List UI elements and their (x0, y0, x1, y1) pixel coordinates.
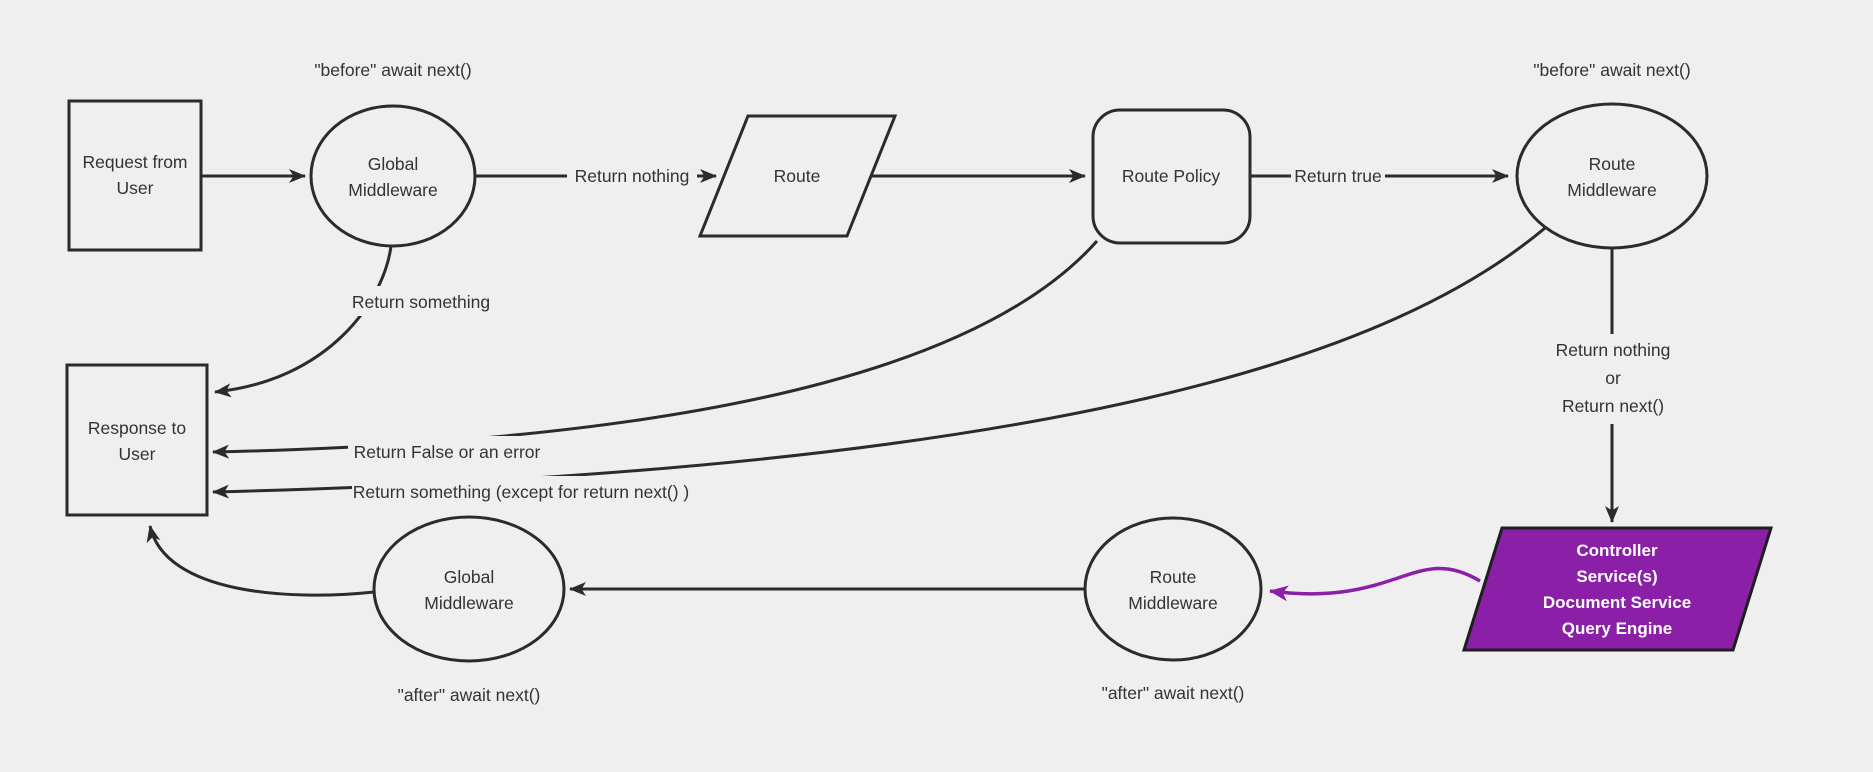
node-request-from-user: Request from User (67, 99, 203, 252)
return-something-except-label: Return something (except for return next… (353, 482, 690, 502)
global-middleware-bottom-line2: Middleware (424, 593, 513, 613)
controller-services-line4: Query Engine (1562, 619, 1673, 638)
node-response-to-user: Response to User (65, 363, 209, 517)
node-global-middleware-top: Global Middleware (309, 104, 477, 248)
response-to-user-line1: Response to (88, 418, 186, 438)
response-to-user-box (65, 363, 209, 517)
controller-services-line3: Document Service (1543, 593, 1691, 612)
node-route-middleware-top: Route Middleware (1515, 102, 1709, 250)
edge-controller-to-route-middleware-bottom (1269, 566, 1481, 602)
controller-services-line1: Controller (1576, 541, 1658, 560)
before-await-next-left-label: "before" await next() (314, 60, 471, 80)
request-from-user-box (67, 99, 203, 252)
return-true-label-bg (1291, 160, 1385, 190)
global-middleware-top-ellipse (309, 104, 477, 248)
global-middleware-bottom-line1: Global (444, 567, 495, 587)
return-nothing-label-bg (567, 160, 697, 190)
node-controller-services: Controller Service(s) Document Service Q… (1461, 526, 1774, 652)
return-false-or-error-label: Return False or an error (354, 442, 541, 462)
route-label: Route (774, 166, 821, 186)
global-middleware-top-line2: Middleware (348, 180, 437, 200)
return-something-except-label-bg (352, 476, 690, 506)
return-something-label-bg (345, 286, 497, 316)
after-await-next-left-label: "after" await next() (398, 685, 541, 705)
return-nothing-label: Return nothing (575, 166, 690, 186)
route-middleware-bottom-line2: Middleware (1128, 593, 1217, 613)
edge-global-middleware-bottom-to-response (146, 525, 375, 597)
response-to-user-line2: User (119, 444, 156, 464)
route-middleware-top-line1: Route (1589, 154, 1636, 174)
controller-services-line2: Service(s) (1576, 567, 1657, 586)
node-route-policy: Route Policy (1091, 108, 1252, 245)
route-middleware-top-ellipse (1515, 102, 1709, 250)
annotations: "before" await next() "before" await nex… (314, 60, 1690, 705)
global-middleware-top-line1: Global (368, 154, 419, 174)
return-something-label: Return something (352, 292, 490, 312)
route-middleware-bottom-ellipse (1083, 516, 1263, 662)
return-nothing-or-next-label-bg (1530, 334, 1696, 424)
route-middleware-top-line2: Middleware (1567, 180, 1656, 200)
route-policy-box (1091, 108, 1252, 245)
edge-return-something-except-to-response (212, 226, 1546, 499)
edge-labels: Return nothing Return true Return nothin… (345, 160, 1696, 506)
global-middleware-bottom-ellipse (372, 515, 566, 663)
request-from-user-line1: Request from (82, 152, 187, 172)
edge-return-something-to-response (214, 245, 393, 398)
edge-return-false-to-response (212, 240, 1099, 459)
return-nothing-or-next-line1: Return nothing (1556, 340, 1671, 360)
route-parallelogram (697, 114, 898, 238)
return-nothing-or-next-line2: or (1605, 368, 1621, 388)
return-true-label: Return true (1294, 166, 1382, 186)
request-from-user-line2: User (117, 178, 154, 198)
node-route-middleware-bottom: Route Middleware (1083, 516, 1263, 662)
return-false-label-bg (348, 436, 546, 466)
after-await-next-right-label: "after" await next() (1102, 683, 1245, 703)
route-middleware-bottom-line1: Route (1150, 567, 1197, 587)
node-global-middleware-bottom: Global Middleware (372, 515, 566, 663)
route-policy-label: Route Policy (1122, 166, 1220, 186)
controller-services-parallelogram (1461, 526, 1774, 652)
return-nothing-or-next-line3: Return next() (1562, 396, 1664, 416)
node-route: Route (697, 114, 898, 238)
before-await-next-right-label: "before" await next() (1533, 60, 1690, 80)
